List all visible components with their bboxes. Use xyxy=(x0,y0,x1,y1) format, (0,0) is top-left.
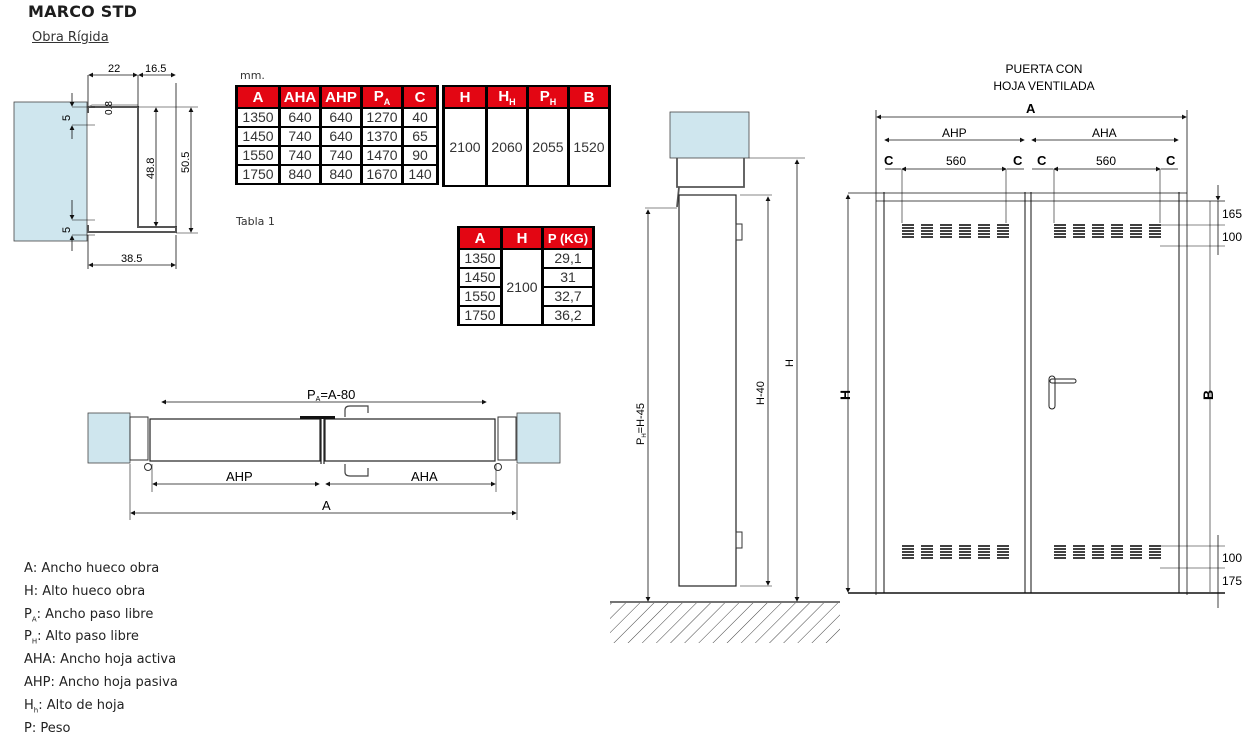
col-header-ahp: AHP xyxy=(322,87,360,107)
svg-text:48.8: 48.8 xyxy=(145,158,157,179)
col-header-a: A xyxy=(238,87,278,107)
legend-item: Hh: Alto de hoja xyxy=(24,697,125,715)
louver-bottom-right xyxy=(1054,546,1161,558)
col-header-hh: HH xyxy=(488,87,526,107)
col-header-aha: AHA xyxy=(281,87,319,107)
louver-top-left xyxy=(902,225,1009,237)
svg-text:560: 560 xyxy=(1096,154,1116,168)
louver-bottom-left xyxy=(902,546,1009,558)
handle-bottom-icon xyxy=(344,464,369,477)
svg-text:B: B xyxy=(1200,390,1216,400)
svg-text:100: 100 xyxy=(1222,230,1242,244)
page-subtitle: Obra Rígida xyxy=(32,30,109,45)
svg-text:HOJA VENTILADA: HOJA VENTILADA xyxy=(993,79,1094,93)
wall-left xyxy=(87,412,131,464)
svg-text:A: A xyxy=(1026,101,1036,116)
handle-top-icon xyxy=(344,405,369,417)
section-view-drawing: PH=H-45 H-40 H xyxy=(610,111,840,643)
col-header-a: A xyxy=(460,228,500,248)
legend: A: Ancho hueco obra H: Alto hueco obra P… xyxy=(24,560,178,742)
svg-text:PUERTA CON: PUERTA CON xyxy=(1006,62,1083,76)
svg-text:AHP: AHP xyxy=(226,469,253,484)
svg-text:100: 100 xyxy=(1222,551,1242,565)
svg-text:560: 560 xyxy=(946,154,966,168)
active-leaf xyxy=(324,418,496,462)
elevation-drawing: PUERTA CON HOJA VENTILADA A AHP AHA C C … xyxy=(837,62,1242,608)
svg-text:PA=A-80: PA=A-80 xyxy=(307,387,355,403)
col-header-ph: PH xyxy=(529,87,567,107)
wall-right xyxy=(516,412,561,464)
heights-table: H HH PH B 2100 2060 2055 1520 xyxy=(442,85,611,187)
svg-text:5: 5 xyxy=(61,115,73,121)
table-row: 2100 2060 2055 1520 xyxy=(445,109,608,185)
louver-top-right xyxy=(1054,225,1161,237)
plan-view-drawing: PA=A-80 AHP AHA A xyxy=(87,387,561,520)
svg-text:H: H xyxy=(784,359,796,367)
svg-text:AHP: AHP xyxy=(942,126,967,140)
legend-item: H: Alto hueco obra xyxy=(24,583,146,599)
svg-text:AHA: AHA xyxy=(1092,126,1117,140)
lintel-block xyxy=(669,111,750,159)
door-handle-icon xyxy=(1048,375,1056,410)
svg-text:A: A xyxy=(322,498,331,513)
svg-text:C: C xyxy=(884,153,894,168)
col-header-weight: P (KG) xyxy=(544,228,592,248)
svg-text:0.8: 0.8 xyxy=(104,101,115,115)
svg-text:165: 165 xyxy=(1222,207,1242,221)
legend-item: PA: Ancho paso libre xyxy=(24,606,154,624)
svg-text:H-40: H-40 xyxy=(755,381,767,405)
unit-label: mm. xyxy=(240,69,265,82)
door-leaf-section xyxy=(678,194,737,587)
passive-leaf xyxy=(149,418,321,462)
svg-text:175: 175 xyxy=(1222,574,1242,588)
table-caption: Tabla 1 xyxy=(236,215,275,228)
svg-text:5: 5 xyxy=(61,227,73,233)
legend-item: P: Peso xyxy=(24,720,71,736)
floor-hatch xyxy=(610,603,840,643)
page-title: MARCO STD xyxy=(28,2,138,21)
col-header-pa: PA xyxy=(363,87,401,107)
legend-item: A: Ancho hueco obra xyxy=(24,561,160,576)
svg-text:PH=H-45: PH=H-45 xyxy=(635,403,648,445)
svg-text:C: C xyxy=(1013,153,1023,168)
legend-item: AHP: Ancho hoja pasiva xyxy=(24,674,178,690)
legend-item: PH: Alto paso libre xyxy=(24,629,139,646)
svg-text:AHA: AHA xyxy=(411,469,438,484)
col-header-h: H xyxy=(445,87,485,107)
svg-text:50.5: 50.5 xyxy=(180,152,192,173)
svg-text:H: H xyxy=(837,390,853,400)
col-header-h: H xyxy=(503,228,541,248)
svg-text:C: C xyxy=(1037,153,1047,168)
svg-text:C: C xyxy=(1166,153,1176,168)
col-header-c: C xyxy=(404,87,436,107)
frame-profile-drawing: 22 16.5 0.8 5 5 48.8 50.5 38.5 xyxy=(13,63,198,269)
svg-text:22: 22 xyxy=(108,63,120,75)
legend-item: AHA: Ancho hoja activa xyxy=(24,652,177,668)
svg-text:38.5: 38.5 xyxy=(121,253,142,265)
col-header-b: B xyxy=(570,87,608,107)
svg-text:16.5: 16.5 xyxy=(145,63,166,75)
